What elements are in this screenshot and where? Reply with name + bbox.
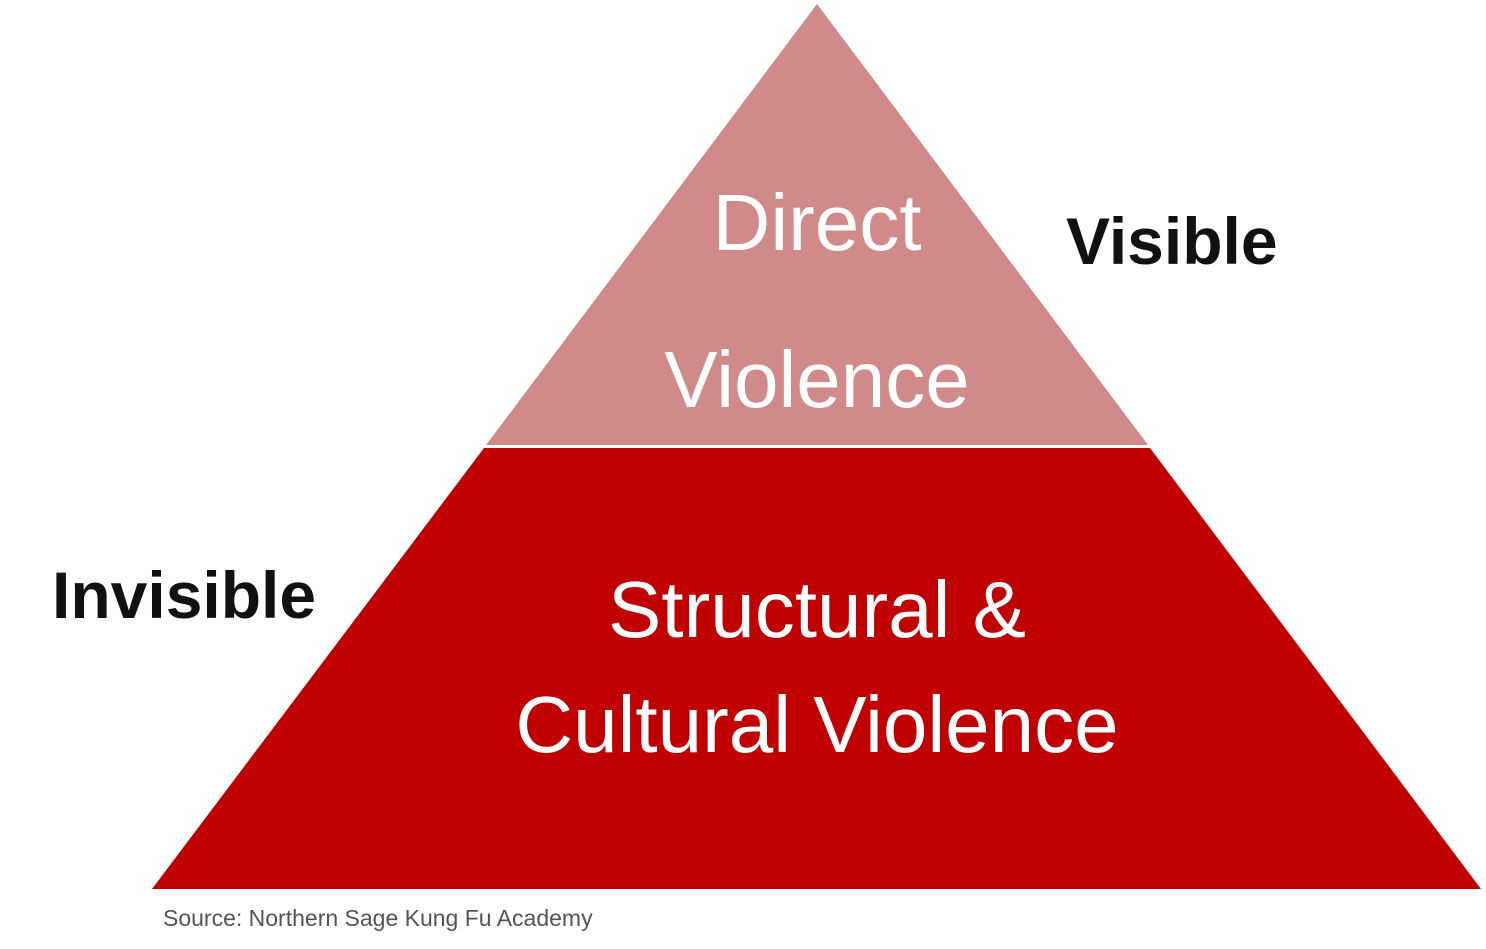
structural-violence-line2: Cultural Violence xyxy=(515,680,1118,769)
direct-violence-line1: Direct xyxy=(713,178,922,267)
structural-violence-line1: Structural & xyxy=(608,565,1026,654)
direct-violence-line2: Violence xyxy=(664,335,969,424)
structural-cultural-violence-tier xyxy=(152,448,1481,889)
direct-violence-tier xyxy=(486,4,1148,445)
invisible-label: Invisible xyxy=(52,558,317,632)
source-caption: Source: Northern Sage Kung Fu Academy xyxy=(163,905,593,931)
visible-label: Visible xyxy=(1066,204,1278,278)
